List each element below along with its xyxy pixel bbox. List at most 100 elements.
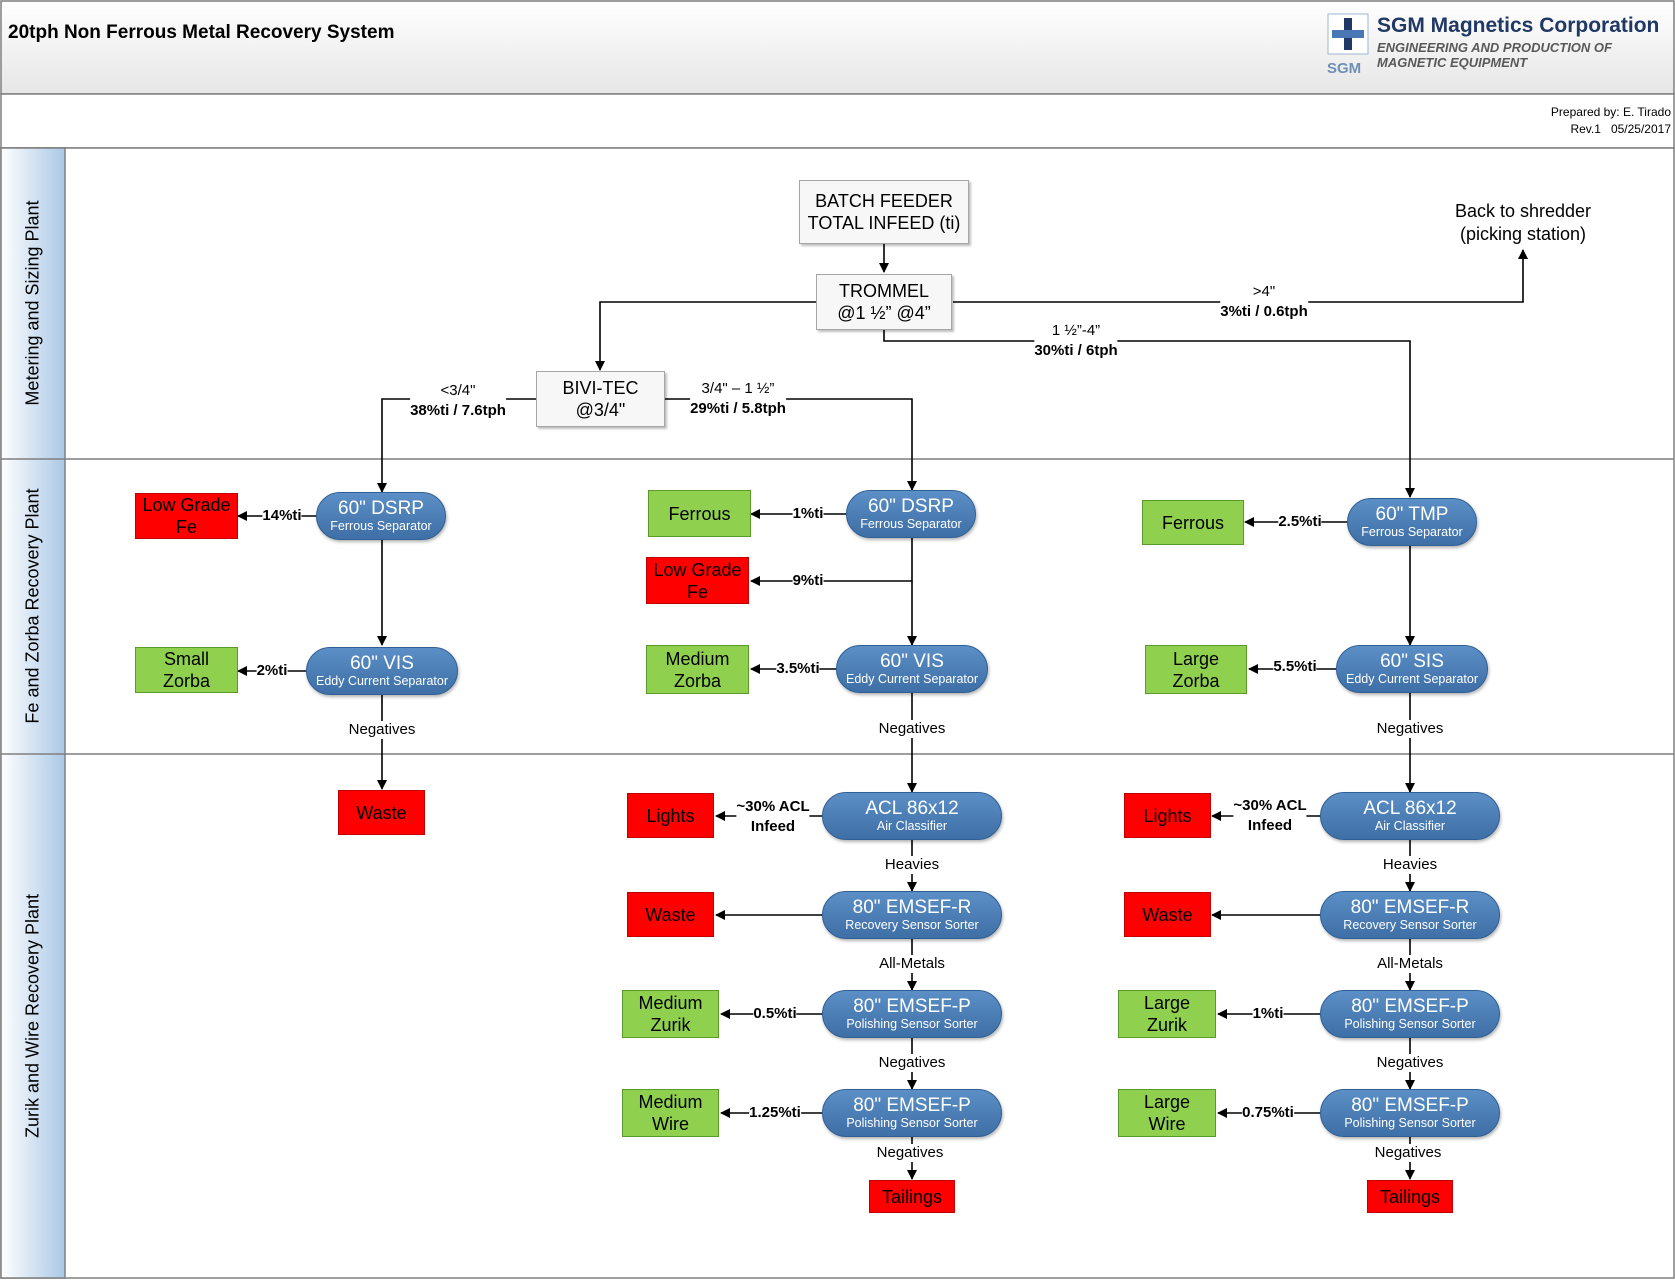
right-tmp-title: 60" TMP (1375, 504, 1449, 525)
right-large-zurik-line-2: Zurik (1146, 1015, 1187, 1035)
bivitec-box: BIVI-TEC@3/4" (536, 371, 665, 427)
edge-label-mid-heavies: Heavies (884, 856, 940, 874)
left-small-zorba-line-1: Small (163, 649, 209, 669)
trommel-box: TROMMEL@1 ½” @4” (816, 274, 952, 330)
edge-mid-acl-line-2: Infeed (750, 818, 796, 835)
lane-label-metering: Metering and Sizing Plant (22, 200, 43, 406)
page-title: 20tph Non Ferrous Metal Recovery System (8, 22, 395, 43)
right-emsef-p2-subtitle: Polishing Sensor Sorter (1344, 1116, 1476, 1130)
edge-label-right-heavies: Heavies (1382, 856, 1438, 874)
left-low-grade-line-1: Low Grade (142, 495, 231, 515)
back-to-shredder-line-1: Back to shredder (1454, 201, 1592, 221)
mid-lights-box: Lights (627, 793, 714, 838)
mid-emsef-r-title: 80" EMSEF-R (852, 897, 972, 918)
mid-waste-box: Waste (627, 892, 714, 937)
mid-medium-zurik-line-1: Medium (638, 993, 703, 1013)
prepared-by-block: Prepared by: E. Tirado Rev.1 05/25/2017 (1551, 104, 1671, 138)
edge-label-right-negatives-2: Negatives (1376, 1054, 1444, 1072)
tagline-line-2: MAGNETIC EQUIPMENT (1377, 55, 1528, 70)
revision: Rev.1 (1570, 122, 1601, 136)
header-band (0, 0, 1675, 95)
prepared-by: Prepared by: E. Tirado (1550, 105, 1671, 119)
right-large-zorba-line-1: Large (1172, 648, 1220, 669)
edge-label-left-negatives: Negatives (348, 721, 416, 739)
right-large-zorba-line-2: Zorba (1172, 670, 1220, 691)
edge-34-flow: 29%ti / 5.8tph (690, 400, 786, 417)
edge-gt4-flow: 3%ti / 0.6tph (1220, 303, 1308, 320)
edge-mid-acl-line-1: ~30% ACL (736, 798, 810, 815)
right-acl-subtitle: Air Classifier (1374, 819, 1446, 833)
right-large-wire-line-2: Wire (1148, 1114, 1186, 1134)
bivitec-subtitle: @3/4" (575, 400, 626, 420)
edge-label-1ti: 1%ti (792, 505, 824, 523)
edge-label-9ti: 9%ti (792, 572, 824, 590)
left-waste-box: Waste (338, 790, 425, 835)
mid-dsrp-subtitle: Ferrous Separator (860, 517, 962, 531)
edge-right-acl-line-2: Infeed (1247, 817, 1293, 834)
edge-label-right-all-metals: All-Metals (1377, 955, 1443, 973)
mid-low-grade-line-2: Fe (686, 581, 708, 602)
left-vis-title: 60" VIS (350, 653, 414, 674)
right-ferrous-box: Ferrous (1142, 500, 1244, 545)
edge-label-2ti: 2%ti (256, 662, 288, 680)
mid-emsef-p2-subtitle: Polishing Sensor Sorter (846, 1116, 978, 1130)
left-vis-subtitle: Eddy Current Separator (315, 674, 448, 688)
edge-label-mid-all-metals: All-Metals (879, 955, 945, 973)
left-dsrp-subtitle: Ferrous Separator (330, 519, 432, 533)
mid-medium-wire-line-1: Medium (638, 1092, 703, 1112)
mid-acl-subtitle: Air Classifier (876, 819, 948, 833)
edge-label-14ti: 14%ti (262, 507, 302, 525)
sub-header-band (0, 93, 1675, 149)
back-to-shredder-label: Back to shredder(picking station) (1455, 200, 1591, 246)
edge-label-1ti-right: 1%ti (1252, 1005, 1284, 1023)
edge-label-2-5ti: 2.5%ti (1278, 513, 1322, 531)
edge-label-3-5ti: 3.5%ti (776, 660, 820, 678)
right-emsef-p1-title: 80" EMSEF-P (1351, 996, 1469, 1017)
edge-34-size: 3/4" – 1 ½” (701, 380, 775, 397)
mid-medium-zorba-line-2: Zorba (673, 670, 722, 691)
right-acl-title: ACL 86x12 (1363, 798, 1457, 819)
company-tagline: ENGINEERING AND PRODUCTION OF MAGNETIC E… (1377, 40, 1612, 70)
edge-label-lt34: <3/4"38%ti / 7.6tph (410, 381, 506, 421)
mid-vis-title: 60" VIS (880, 651, 944, 672)
right-waste-box: Waste (1124, 892, 1211, 937)
edge-right-acl-line-1: ~30% ACL (1233, 797, 1307, 814)
company-name: SGM Magnetics Corporation (1377, 14, 1660, 37)
right-tmp-subtitle: Ferrous Separator (1361, 525, 1463, 539)
edge-label-mid-negatives-2: Negatives (878, 1054, 946, 1072)
edge-label-right-acl: ~30% ACL Infeed (1233, 796, 1307, 836)
right-sis-title: 60" SIS (1380, 651, 1444, 672)
bivitec-title: BIVI-TEC (562, 378, 639, 398)
left-small-zorba-line-2: Zorba (162, 671, 211, 691)
mid-medium-zorba-line-1: Medium (665, 648, 730, 669)
mid-emsef-p2-title: 80" EMSEF-P (853, 1095, 971, 1116)
right-lights-box: Lights (1124, 793, 1211, 838)
edge-label-mid: 1 ½”-4”30%ti / 6tph (1034, 321, 1118, 361)
svg-text:SGM: SGM (1327, 60, 1361, 77)
mid-medium-zurik-line-2: Zurik (650, 1015, 691, 1035)
right-large-wire-line-1: Large (1143, 1092, 1191, 1112)
edge-label-34: 3/4" – 1 ½” 29%ti / 5.8tph (690, 379, 786, 419)
batch-feeder-subtitle: TOTAL INFEED (ti) (807, 213, 961, 233)
mid-tailings-box: Tailings (869, 1180, 955, 1213)
edge-label-5-5ti: 5.5%ti (1273, 658, 1317, 676)
edge-label-right-negatives-3: Negatives (1374, 1144, 1442, 1162)
edge-label-mid-negatives-1: Negatives (878, 720, 946, 738)
